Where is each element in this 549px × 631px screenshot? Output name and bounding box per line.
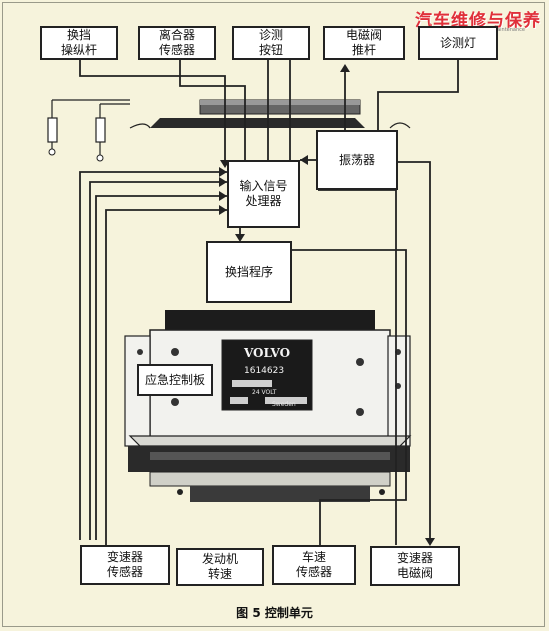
shift-lever-box: 换挡 操纵杆: [40, 26, 118, 60]
shift-program-box: 换挡程序: [206, 241, 292, 303]
figure-frame: [2, 2, 545, 627]
control-unit-illustration: [47, 99, 412, 502]
diag-button-box: 诊测 按钮: [232, 26, 310, 60]
input-processor-line1: 输入信号: [239, 179, 288, 193]
shift-program-label: 换挡程序: [224, 264, 273, 279]
trans-solenoid-box: 变速器 电磁阀: [370, 546, 460, 586]
vehicle-speed-sensor-line2: 传感器: [295, 565, 332, 579]
solenoid-pushrod-box: 电磁阀 推杆: [323, 26, 405, 60]
solenoid-pushrod-line1: 电磁阀: [345, 28, 382, 42]
diag-button-line2: 按钮: [258, 43, 283, 57]
engine-speed-box: 发动机 转速: [176, 548, 264, 586]
emergency-board-label: 应急控制板: [144, 372, 205, 387]
brand-label: VOLVO: [243, 346, 290, 360]
solenoid-pushrod-line2: 推杆: [351, 43, 376, 57]
vehicle-speed-sensor-box: 车速 传感器: [272, 545, 356, 585]
clutch-sensor-box: 离合器 传感器: [138, 26, 216, 60]
trans-solenoid-line2: 电磁阀: [396, 566, 433, 580]
input-lines: [79, 60, 459, 555]
diag-button-line1: 诊测: [258, 28, 283, 42]
clutch-sensor-line1: 离合器: [158, 28, 195, 42]
oscillator-box: 振荡器: [316, 130, 398, 190]
emergency-board-box: 应急控制板: [137, 364, 213, 396]
trans-solenoid-line1: 变速器: [396, 551, 433, 565]
figure-caption: 图 5 控制单元: [236, 606, 313, 620]
trans-sensor-line1: 变速器: [106, 550, 143, 564]
shift-lever-line1: 换挡: [66, 28, 91, 42]
vehicle-speed-sensor-line1: 车速: [301, 550, 326, 564]
diag-lamp-line1: 诊测灯: [439, 35, 476, 50]
part-number-label: 1614623: [244, 366, 284, 376]
trans-sensor-box: 变速器 传感器: [80, 545, 170, 585]
input-processor-box: 输入信号 处理器: [227, 160, 300, 228]
input-processor-line2: 处理器: [245, 194, 282, 208]
clutch-sensor-line2: 传感器: [158, 43, 195, 57]
trans-sensor-line2: 传感器: [106, 565, 143, 579]
engine-speed-line2: 转速: [207, 567, 232, 581]
shift-lever-line2: 操纵杆: [60, 43, 97, 57]
diag-lamp-box: 诊测灯: [418, 26, 498, 60]
oscillator-label: 振荡器: [338, 152, 375, 167]
voltage-label: 24 VOLT: [252, 389, 277, 396]
engine-speed-line1: 发动机: [201, 552, 238, 566]
origin-label: Sweden: [272, 401, 296, 408]
